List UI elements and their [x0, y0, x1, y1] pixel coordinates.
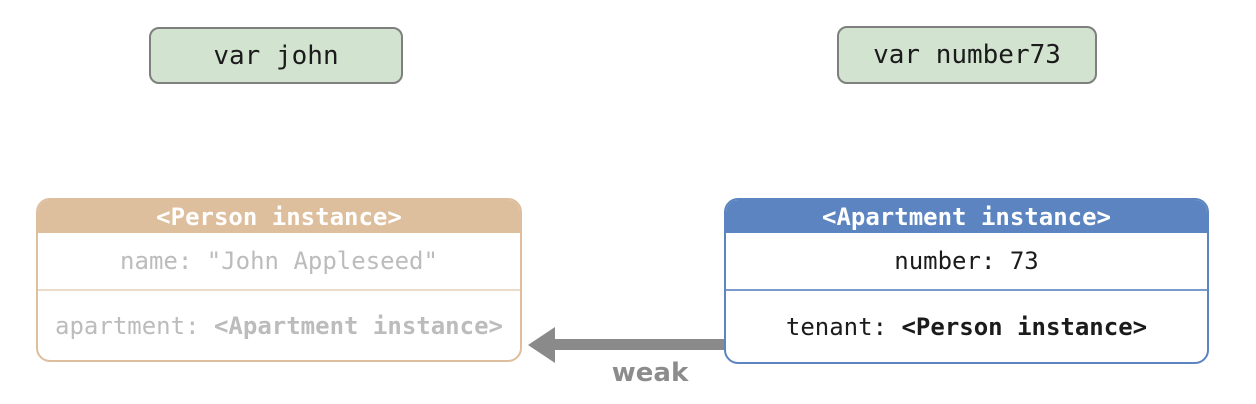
apartment-instance-title: <Apartment instance> [822, 202, 1111, 231]
apartment-tenant-label: tenant: [785, 312, 902, 341]
person-instance-box: <Person instance> name: "John Appleseed"… [36, 198, 522, 362]
weak-arrow-head-icon [528, 327, 555, 363]
variable-number73-label: var number73 [873, 40, 1061, 70]
weak-arrow-shaft [551, 339, 727, 350]
person-apartment-label: apartment: [55, 311, 214, 340]
apartment-instance-header: <Apartment instance> [726, 200, 1207, 233]
variable-box-john: var john [149, 27, 403, 84]
person-row-name: name: "John Appleseed" [38, 233, 520, 289]
apartment-row-tenant: tenant: <Person instance> [726, 289, 1207, 362]
person-name-value: "John Appleseed" [206, 247, 438, 275]
apartment-number-value: 73 [1009, 247, 1039, 275]
person-apartment-value: <Apartment instance> [213, 311, 503, 340]
weak-arrow-label: weak [611, 358, 689, 388]
apartment-number-label: number: [894, 247, 1010, 275]
person-instance-header: <Person instance> [38, 200, 520, 233]
apartment-tenant-value: <Person instance> [901, 312, 1148, 341]
apartment-row-number: number: 73 [726, 233, 1207, 289]
apartment-instance-box: <Apartment instance> number: 73 tenant: … [724, 198, 1209, 364]
person-name-label: name: [120, 247, 207, 275]
variable-box-number73: var number73 [837, 26, 1097, 84]
person-instance-title: <Person instance> [156, 202, 402, 231]
person-row-apartment: apartment: <Apartment instance> [38, 289, 520, 360]
variable-john-label: var john [213, 40, 339, 71]
